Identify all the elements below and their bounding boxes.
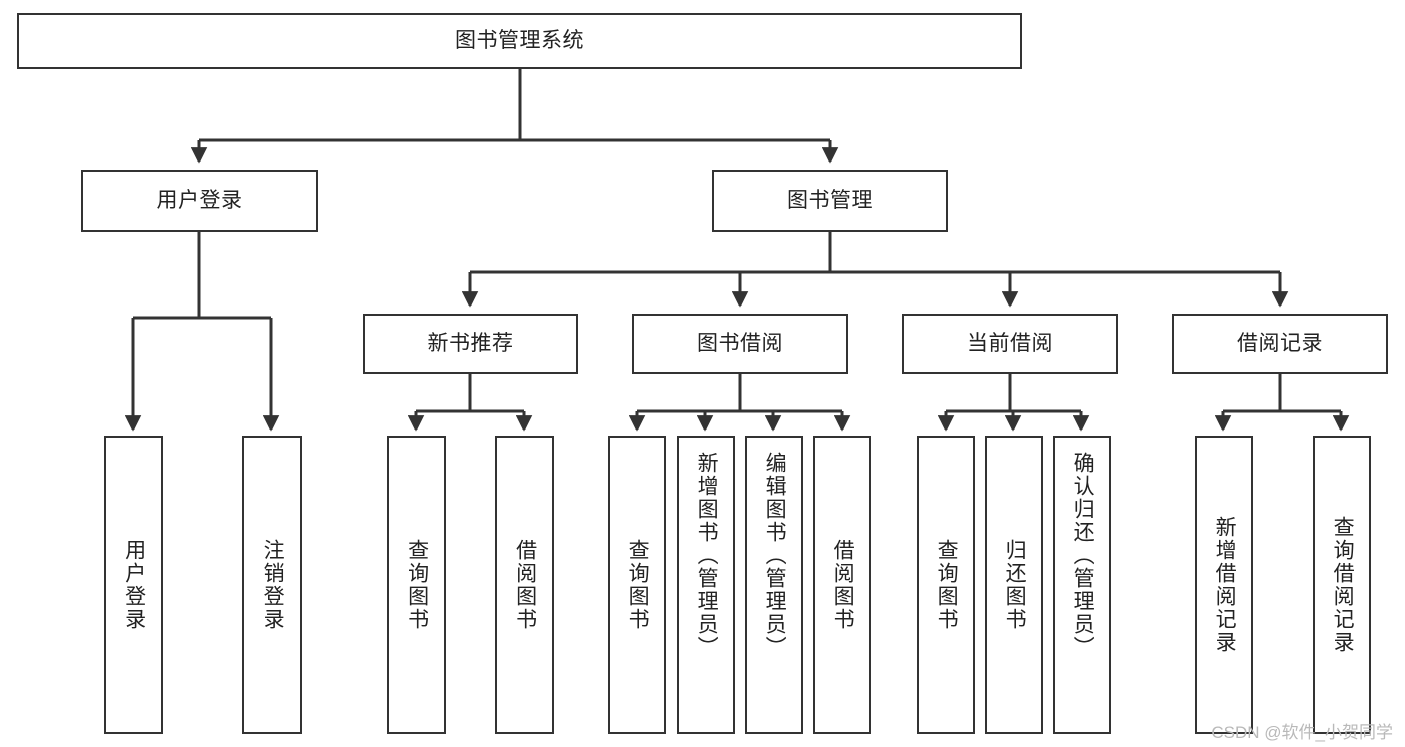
node-root[interactable]: 图书管理系统 bbox=[17, 13, 1022, 69]
node-leaf-edit-book-label: 编辑图书（管理员） bbox=[763, 452, 787, 659]
node-leaf-borrow-book-2-label: 借阅图书 bbox=[831, 539, 855, 631]
node-leaf-user-login[interactable]: 用户登录 bbox=[104, 436, 163, 734]
node-leaf-query-record[interactable]: 查询借阅记录 bbox=[1313, 436, 1371, 734]
node-leaf-query-book-1-label: 查询图书 bbox=[405, 539, 429, 631]
node-new-book-recommend-label: 新书推荐 bbox=[427, 332, 514, 356]
node-book-manage-label: 图书管理 bbox=[787, 189, 873, 213]
node-leaf-return-book-label: 归还图书 bbox=[1003, 539, 1027, 631]
node-book-borrow[interactable]: 图书借阅 bbox=[632, 314, 848, 374]
node-leaf-add-record-label: 新增借阅记录 bbox=[1213, 516, 1237, 654]
node-leaf-confirm-return-label: 确认归还（管理员） bbox=[1071, 452, 1095, 659]
node-leaf-query-book-3[interactable]: 查询图书 bbox=[917, 436, 975, 734]
node-user-login[interactable]: 用户登录 bbox=[81, 170, 318, 232]
node-leaf-logout-login-label: 注销登录 bbox=[261, 539, 285, 631]
node-leaf-borrow-book-1-label: 借阅图书 bbox=[513, 539, 537, 631]
node-current-borrow[interactable]: 当前借阅 bbox=[902, 314, 1118, 374]
node-leaf-user-login-label: 用户登录 bbox=[122, 539, 146, 631]
watermark: CSDN @软件_小贺同学 bbox=[1211, 723, 1393, 742]
node-book-borrow-label: 图书借阅 bbox=[697, 332, 783, 356]
node-leaf-add-book-label: 新增图书（管理员） bbox=[695, 452, 719, 659]
node-leaf-query-book-2[interactable]: 查询图书 bbox=[608, 436, 666, 734]
node-user-login-label: 用户登录 bbox=[156, 189, 243, 213]
node-leaf-logout-login[interactable]: 注销登录 bbox=[242, 436, 302, 734]
node-leaf-borrow-book-1[interactable]: 借阅图书 bbox=[495, 436, 554, 734]
node-leaf-query-book-3-label: 查询图书 bbox=[935, 539, 959, 631]
node-book-manage[interactable]: 图书管理 bbox=[712, 170, 948, 232]
node-leaf-add-record[interactable]: 新增借阅记录 bbox=[1195, 436, 1253, 734]
node-leaf-query-book-2-label: 查询图书 bbox=[626, 539, 650, 631]
node-leaf-query-record-label: 查询借阅记录 bbox=[1331, 516, 1355, 654]
node-borrow-record-label: 借阅记录 bbox=[1237, 332, 1323, 356]
node-borrow-record[interactable]: 借阅记录 bbox=[1172, 314, 1388, 374]
node-leaf-confirm-return[interactable]: 确认归还（管理员） bbox=[1053, 436, 1111, 734]
node-leaf-borrow-book-2[interactable]: 借阅图书 bbox=[813, 436, 871, 734]
node-root-label: 图书管理系统 bbox=[455, 29, 584, 53]
node-current-borrow-label: 当前借阅 bbox=[967, 332, 1053, 356]
node-leaf-add-book[interactable]: 新增图书（管理员） bbox=[677, 436, 735, 734]
node-new-book-recommend[interactable]: 新书推荐 bbox=[363, 314, 578, 374]
node-leaf-query-book-1[interactable]: 查询图书 bbox=[387, 436, 446, 734]
node-leaf-edit-book[interactable]: 编辑图书（管理员） bbox=[745, 436, 803, 734]
node-leaf-return-book[interactable]: 归还图书 bbox=[985, 436, 1043, 734]
